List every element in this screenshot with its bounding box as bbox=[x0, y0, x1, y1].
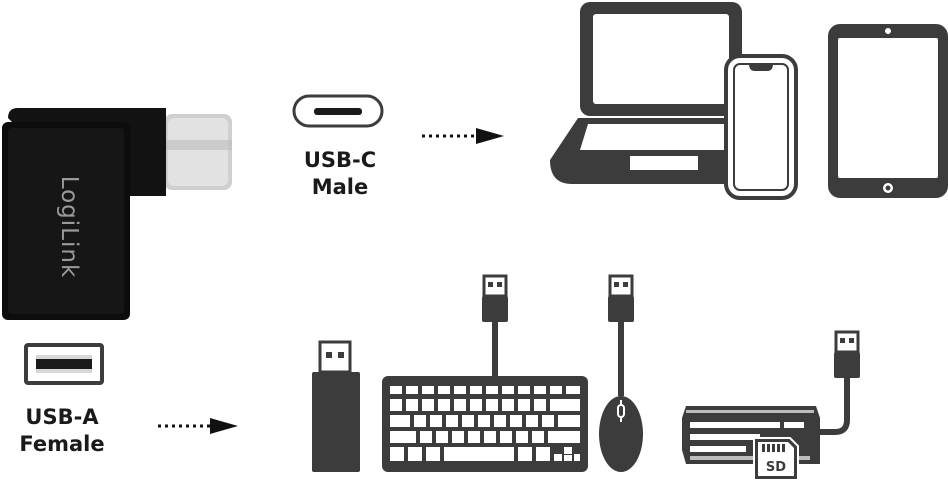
smartphone-icon bbox=[724, 54, 798, 200]
adapter-product: LogiLink bbox=[0, 100, 240, 325]
usb-c-port-icon bbox=[292, 94, 384, 128]
dotted-arrow-top bbox=[422, 128, 504, 144]
adapter-brand-logo: LogiLink bbox=[56, 175, 82, 279]
tablet-icon bbox=[828, 24, 948, 198]
keyboard-icon bbox=[382, 274, 588, 472]
usb-a-label-line1: USB-A bbox=[25, 405, 99, 429]
laptop-icon bbox=[550, 2, 750, 184]
usb-c-label-line1: USB-C bbox=[303, 148, 377, 172]
usb-c-label-line2: Male bbox=[311, 175, 369, 199]
usb-a-label-line2: Female bbox=[19, 432, 105, 456]
card-reader-icon: SD bbox=[682, 330, 860, 481]
usb-a-label: USB-A Female bbox=[2, 404, 122, 458]
mouse-icon bbox=[599, 274, 643, 472]
usb-c-label: USB-C Male bbox=[280, 147, 400, 201]
svg-text:SD: SD bbox=[766, 460, 786, 475]
usb-a-port-icon bbox=[24, 343, 104, 385]
adapter-image bbox=[2, 108, 232, 320]
usb-stick-icon bbox=[312, 340, 360, 472]
dotted-arrow-bottom bbox=[158, 418, 238, 434]
